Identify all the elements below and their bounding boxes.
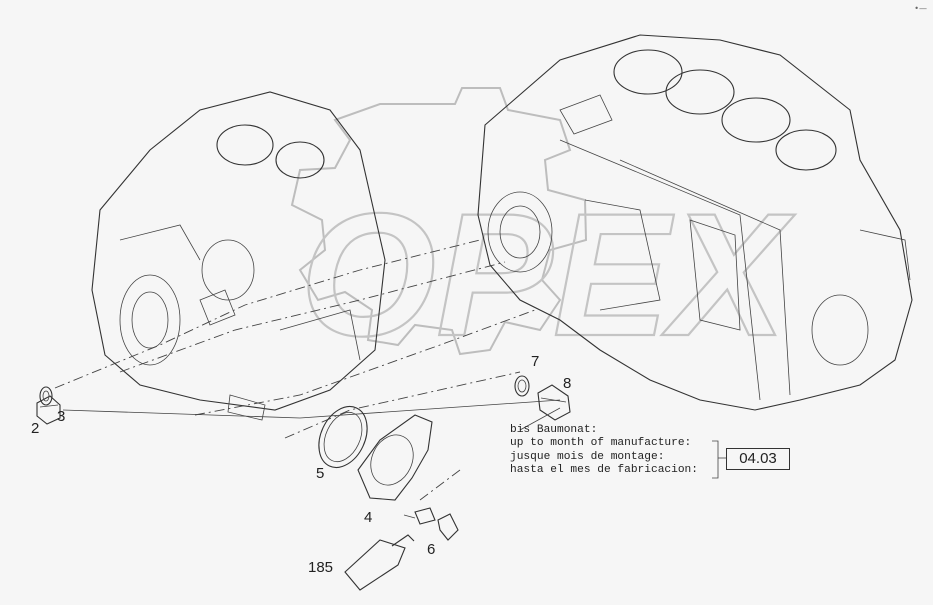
callout-8: 8 xyxy=(563,375,572,392)
note-line-fr: jusque mois de montage: xyxy=(510,450,665,463)
date-code-box: 04.03 xyxy=(726,448,790,470)
note-line-es: hasta el mes de fabricacion: xyxy=(510,464,698,477)
corner-mark: •— xyxy=(914,4,927,13)
callout-4: 4 xyxy=(364,509,373,526)
engine-block-right xyxy=(477,34,913,411)
part-6-fitting xyxy=(403,507,459,541)
note-line-de: bis Baumonat: xyxy=(510,424,598,436)
assembly-lines xyxy=(54,239,561,501)
part-5-gasket xyxy=(318,405,368,469)
validity-note: bis Baumonat:up to month of manufacture:… xyxy=(510,424,698,478)
callout-7: 7 xyxy=(531,353,540,370)
watermark-text: OPEX xyxy=(300,178,796,373)
callout-185: 185 xyxy=(308,559,334,576)
callout-5: 5 xyxy=(316,465,325,482)
callout-6: 6 xyxy=(427,541,436,558)
note-leaders xyxy=(519,407,726,479)
watermark-logo: OPEX xyxy=(290,87,797,374)
callout-3: 3 xyxy=(57,408,66,425)
part-8-plug xyxy=(537,384,571,421)
part-4-cover xyxy=(357,414,433,501)
part-185-sealant-tube xyxy=(344,534,415,591)
note-line-en: up to month of manufacture: xyxy=(510,437,692,450)
callout-2: 2 xyxy=(31,420,40,437)
part-3-seal-ring xyxy=(39,386,53,406)
engine-block-left xyxy=(91,91,386,421)
part-7-washer xyxy=(514,375,530,397)
part-2-plug xyxy=(36,395,61,425)
